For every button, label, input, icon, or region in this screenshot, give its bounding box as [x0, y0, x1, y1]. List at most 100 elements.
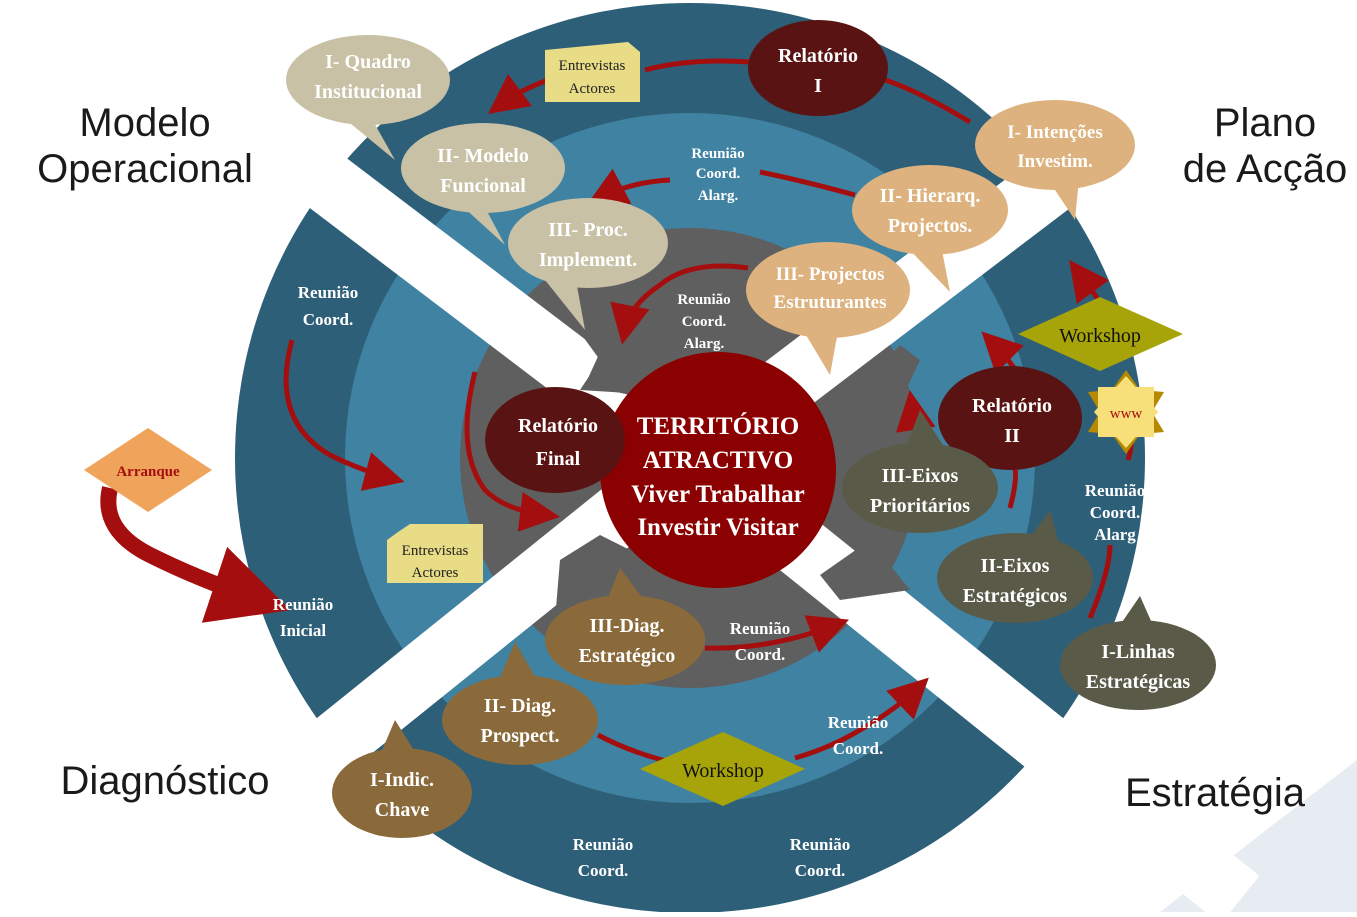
estrategia-b3-l1: III-Eixos	[882, 465, 959, 487]
entrevistas-top-l2: Actores	[569, 81, 616, 97]
relatorio-1	[748, 20, 888, 116]
modelo-b3-l2: Implement.	[539, 249, 637, 271]
reuniao-top-inner-l3: Alarg.	[684, 336, 725, 352]
workshop-bottom-label: Workshop	[682, 760, 764, 782]
plano-b2-l1: II- Hierarq.	[880, 185, 981, 207]
diagnostico-b2-l2: Prospect.	[480, 725, 559, 747]
quadrant-plano-l1: Plano	[1213, 101, 1317, 145]
arrow-left-outer	[283, 339, 405, 491]
quadrant-label-diagnostico: Diagnóstico	[60, 759, 270, 803]
modelo-b3-l1: III- Proc.	[548, 219, 628, 241]
modelo-b1-l1: I- Quadro	[325, 51, 411, 73]
flow-arrows	[283, 58, 1134, 765]
entrevistas-left-l1: Entrevistas	[402, 543, 469, 559]
estrategia-b3-l2: Prioritários	[870, 495, 970, 517]
reuniao-right-l1: Reunião	[1085, 481, 1145, 500]
diagnostico-b2-l1: II- Diag.	[484, 695, 556, 717]
estrategia-b2-l2: Estratégicos	[963, 585, 1068, 607]
estrategia-b2-l1: II-Eixos	[981, 555, 1050, 577]
center-circle	[600, 352, 836, 588]
relatorio-final-l1: Relatório	[518, 415, 598, 437]
plano-bubble-3: III- Projectos Estruturantes	[746, 242, 910, 375]
www-label: www	[1110, 406, 1143, 422]
plano-b3-l2: Estruturantes	[774, 292, 887, 313]
reuniao-top-inner-l2: Coord.	[682, 314, 727, 330]
diagnostico-bubble-3: III-Diag. Estratégico	[545, 568, 705, 685]
plano-bubble-1: I- Intenções Investim.	[975, 100, 1135, 220]
plano-b3-l1: III- Projectos	[776, 264, 885, 285]
quadrant-label-modelo: Modelo Operacional	[20, 100, 270, 192]
center-line-3: Viver Trabalhar	[631, 481, 804, 508]
center-line-4: Investir Visitar	[637, 514, 798, 541]
modelo-bubble-1: I- Quadro Institucional	[286, 35, 450, 160]
reuniao-bottom-mid-l2: Coord.	[833, 739, 884, 758]
reuniao-left-l2: Coord.	[303, 310, 354, 329]
reuniao-bottom-right-l2: Coord.	[795, 861, 846, 880]
reuniao-bottom-inner-l2: Coord.	[735, 645, 786, 664]
reuniao-left-l1: Reunião	[298, 283, 358, 302]
relatorio-final	[485, 387, 625, 493]
diagnostico-b1-l2: Chave	[375, 799, 430, 821]
reuniao-top-mid-l1: Reunião	[691, 146, 744, 162]
estrategia-bubble-1: I-Linhas Estratégicas	[1060, 596, 1216, 710]
diagnostico-b3-l1: III-Diag.	[589, 615, 664, 637]
relatorio-1-l2: I	[814, 75, 822, 97]
relatorio-2	[938, 366, 1082, 470]
entrevistas-left-l2: Actores	[412, 565, 459, 581]
reuniao-inicial-l2: Inicial	[280, 621, 327, 640]
quadrant-label-estrategia: Estratégia	[1124, 771, 1306, 815]
modelo-bubble-3: III- Proc. Implement.	[508, 198, 668, 330]
workshop-right-label: Workshop	[1059, 325, 1141, 347]
arranque-diamond: Arranque	[84, 428, 212, 512]
reuniao-top-inner-l1: Reunião	[677, 292, 730, 308]
reuniao-right-l3: Alarg	[1094, 525, 1136, 544]
diagnostico-b3-l2: Estratégico	[579, 645, 676, 667]
relatorio-2-l1: Relatório	[972, 395, 1052, 417]
plano-b1-l1: I- Intenções	[1007, 122, 1103, 143]
relatorio-1-l1: Relatório	[778, 45, 858, 67]
reuniao-bottom-inner-l1: Reunião	[730, 619, 790, 638]
arrow-top-mid-a	[759, 169, 856, 198]
note-entrevistas-top: Entrevistas Actores	[545, 42, 640, 102]
estrategia-bubble-3: III-Eixos Prioritários	[842, 410, 998, 533]
modelo-b1-l2: Institucional	[314, 81, 422, 103]
entrevistas-top-l1: Entrevistas	[559, 58, 626, 74]
reuniao-right-l2: Coord.	[1090, 503, 1141, 522]
note-entrevistas-left: Entrevistas Actores	[387, 524, 483, 583]
modelo-b2-l2: Funcional	[440, 175, 526, 197]
workshop-right-diamond: Workshop	[1018, 297, 1183, 371]
quadrant-plano-l2: de Acção	[1182, 147, 1348, 191]
reuniao-inicial-l1: Reunião	[273, 595, 333, 614]
arranque-label: Arranque	[116, 464, 180, 480]
modelo-b2-l1: II- Modelo	[437, 145, 529, 167]
estrategia-bubble-2: II-Eixos Estratégicos	[937, 510, 1093, 623]
quadrant-modelo-l1: Modelo	[79, 101, 211, 145]
diagnostico-b1-l1: I-Indic.	[370, 769, 434, 791]
quadrant-label-plano: Plano de Acção	[1170, 100, 1357, 192]
plano-b1-l2: Investim.	[1017, 151, 1092, 172]
estrategia-b1-l2: Estratégicas	[1086, 671, 1191, 693]
inward-arrows	[555, 305, 920, 620]
plano-b2-l2: Projectos.	[888, 215, 973, 237]
plano-bubble-2: II- Hierarq. Projectos.	[852, 165, 1008, 292]
arrow-top-mid-b	[586, 168, 671, 206]
www-star: www	[1088, 370, 1164, 454]
arranque-arrow	[100, 486, 291, 623]
diagnostico-bubble-2: II- Diag. Prospect.	[442, 642, 598, 765]
modelo-bubble-2: II- Modelo Funcional	[401, 123, 565, 245]
relatorio-final-l2: Final	[536, 448, 581, 470]
reuniao-bottom-left-l1: Reunião	[573, 835, 633, 854]
reuniao-top-mid-l2: Coord.	[696, 166, 741, 182]
arrow-left-inner	[464, 371, 560, 532]
reuniao-bottom-left-l2: Coord.	[578, 861, 629, 880]
center-line-1: TERRITÓRIO	[637, 412, 800, 440]
arrow-bottom-mid-b	[794, 677, 929, 761]
quadrant-modelo-l2: Operacional	[37, 147, 253, 191]
estrategia-b1-l1: I-Linhas	[1101, 641, 1175, 663]
workshop-bottom-diamond: Workshop	[640, 732, 805, 806]
reuniao-bottom-right-l1: Reunião	[790, 835, 850, 854]
relatorio-2-l2: II	[1004, 425, 1020, 447]
arrow-top-inner	[610, 263, 749, 345]
reuniao-bottom-mid-l1: Reunião	[828, 713, 888, 732]
